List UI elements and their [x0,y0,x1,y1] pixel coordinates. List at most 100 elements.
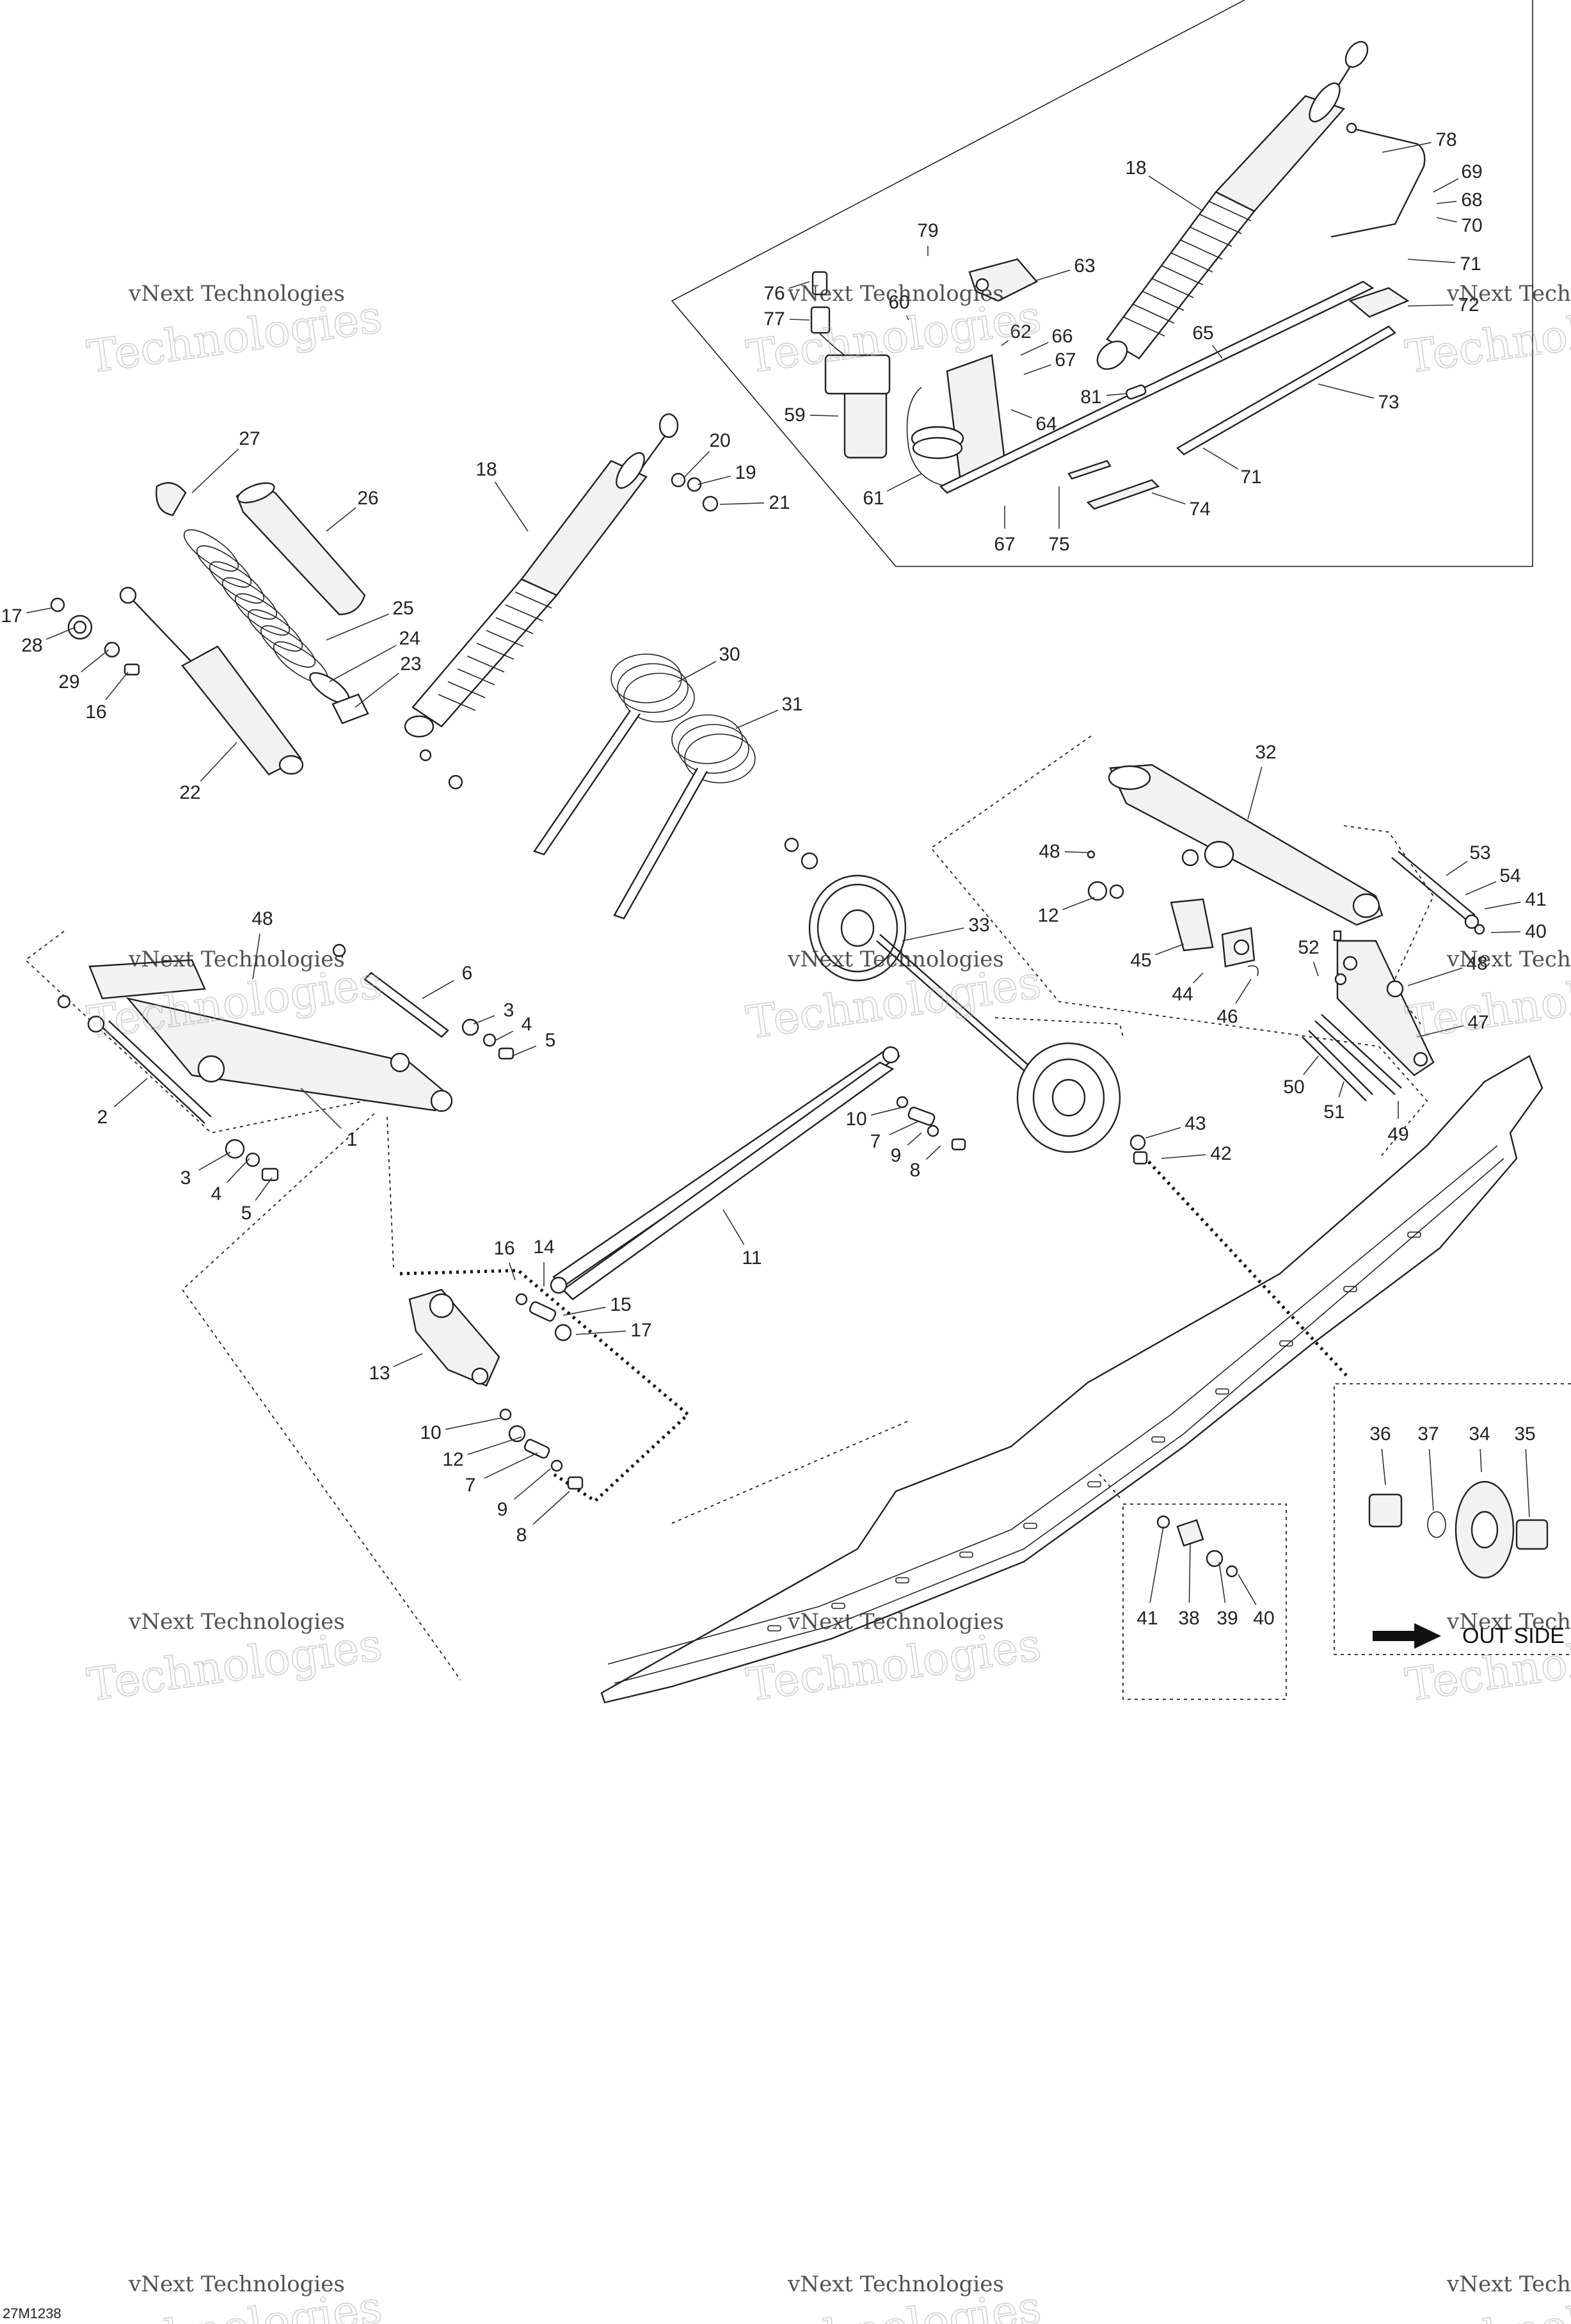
leader-line-l-35 [1525,1448,1530,1518]
out-side-label: OUT SIDE [1462,1624,1565,1648]
part-number-l-36: 36 [1369,1423,1391,1445]
leader-line-l-41a [1484,901,1521,910]
part-number-l-39: 39 [1216,1608,1238,1629]
leader-line-l-32 [1247,766,1263,820]
leader-line-l-51 [1338,1081,1344,1098]
part-number-l-42: 42 [1210,1143,1231,1164]
compression-motor [810,271,891,459]
part-number-l-31: 31 [781,694,802,715]
part-number-l-78: 78 [1435,129,1456,150]
out-side-arrow-icon [1373,1623,1441,1649]
leader-line-l-18b [494,481,529,532]
leader-line-l-50 [1303,1055,1319,1075]
leader-line-l-2 [113,1078,148,1107]
slide-rail [600,1055,1543,1704]
leader-line-l-78 [1382,141,1431,153]
part-number-l-43: 43 [1184,1113,1206,1134]
leader-line-l-3b [198,1151,231,1171]
leader-line-l-64 [1010,409,1033,419]
watermark-text: vNext Technologies [1446,2272,1571,2297]
leader-line-l-20 [684,451,710,477]
leader-line-l-77 [789,319,810,321]
part-number-l-15: 15 [610,1294,631,1315]
leader-line-l-60 [905,315,909,321]
leader-line-l-16b [508,1262,516,1281]
leader-line-l-70 [1436,217,1457,223]
leader-line-l-17b [575,1330,626,1335]
leader-line-l-18a [1148,175,1204,212]
leader-line-l-48a [1064,851,1089,853]
watermark-text: vNext Technologies [1446,281,1571,307]
part-number-l-28: 28 [21,635,42,656]
leader-line-l-7b [484,1452,538,1479]
shock-bracket [906,354,1006,487]
part-number-l-37: 37 [1417,1423,1439,1445]
leader-line-l-59 [809,414,839,417]
leader-line-l-41b [1149,1526,1164,1603]
slider-detail-inset [1122,1503,1287,1700]
leader-line-l-8a [925,1145,941,1160]
part-number-l-77: 77 [763,309,785,330]
part-number-l-8a: 8 [910,1160,921,1181]
part-number-l-19: 19 [735,462,756,483]
part-number-l-54: 54 [1499,865,1520,886]
leader-line-l-72 [1407,304,1454,307]
part-number-l-67b: 67 [994,534,1015,555]
leader-line-l-29 [81,649,109,673]
leader-line-l-31 [735,709,779,729]
part-number-l-10a: 10 [845,1109,866,1130]
leader-line-l-39 [1218,1561,1226,1603]
watermark-text: vNext Technologies [787,281,1004,307]
part-number-l-41b: 41 [1136,1608,1158,1629]
part-number-l-45: 45 [1130,950,1151,971]
part-number-l-30: 30 [719,644,740,665]
lower-bracket-assembly [181,1113,690,1681]
leader-line-l-66 [1020,342,1049,356]
leader-line-l-81 [1106,393,1127,396]
part-number-l-25: 25 [392,598,413,619]
leader-line-l-7a [889,1121,919,1135]
leader-line-l-23 [355,673,399,708]
part-number-l-73: 73 [1378,392,1399,413]
part-number-l-12b: 12 [442,1449,463,1470]
part-number-l-5b: 5 [241,1203,252,1224]
leader-line-l-48c [1407,967,1463,986]
part-number-leaders [26,141,1530,1605]
part-number-l-33: 33 [968,915,989,936]
leader-line-l-3a [473,1015,495,1025]
part-number-l-34: 34 [1469,1423,1490,1445]
rear-arm-assembly [930,735,1428,1159]
part-number-l-63: 63 [1074,255,1095,276]
leader-line-l-37 [1428,1448,1434,1511]
part-number-l-74: 74 [1189,499,1210,520]
leader-line-l-43 [1145,1127,1181,1139]
part-number-l-79: 79 [917,220,938,241]
leader-line-l-47 [1417,1025,1463,1038]
leader-line-l-25 [326,613,390,641]
part-number-l-59: 59 [784,405,805,426]
leader-line-l-42 [1161,1154,1206,1159]
rear-shock-adjustable [1096,41,1369,370]
leader-line-l-52 [1312,961,1319,977]
part-number-l-27: 27 [239,428,260,449]
leader-line-l-11 [722,1209,745,1245]
watermark-text: vNext Technologies [1446,1609,1571,1635]
watermark-text: vNext Technologies [128,2272,345,2297]
leader-line-l-22 [200,742,237,782]
leader-line-l-12b [467,1436,522,1455]
part-number-l-18b: 18 [475,459,497,480]
part-number-l-81: 81 [1080,387,1101,408]
leader-line-l-68 [1436,200,1457,204]
part-number-l-53: 53 [1469,842,1490,863]
part-number-l-13: 13 [369,1363,390,1384]
leader-line-l-27 [191,448,239,493]
leader-line-l-54 [1465,881,1497,895]
watermark-text: vNext Technologies [787,2272,1004,2297]
